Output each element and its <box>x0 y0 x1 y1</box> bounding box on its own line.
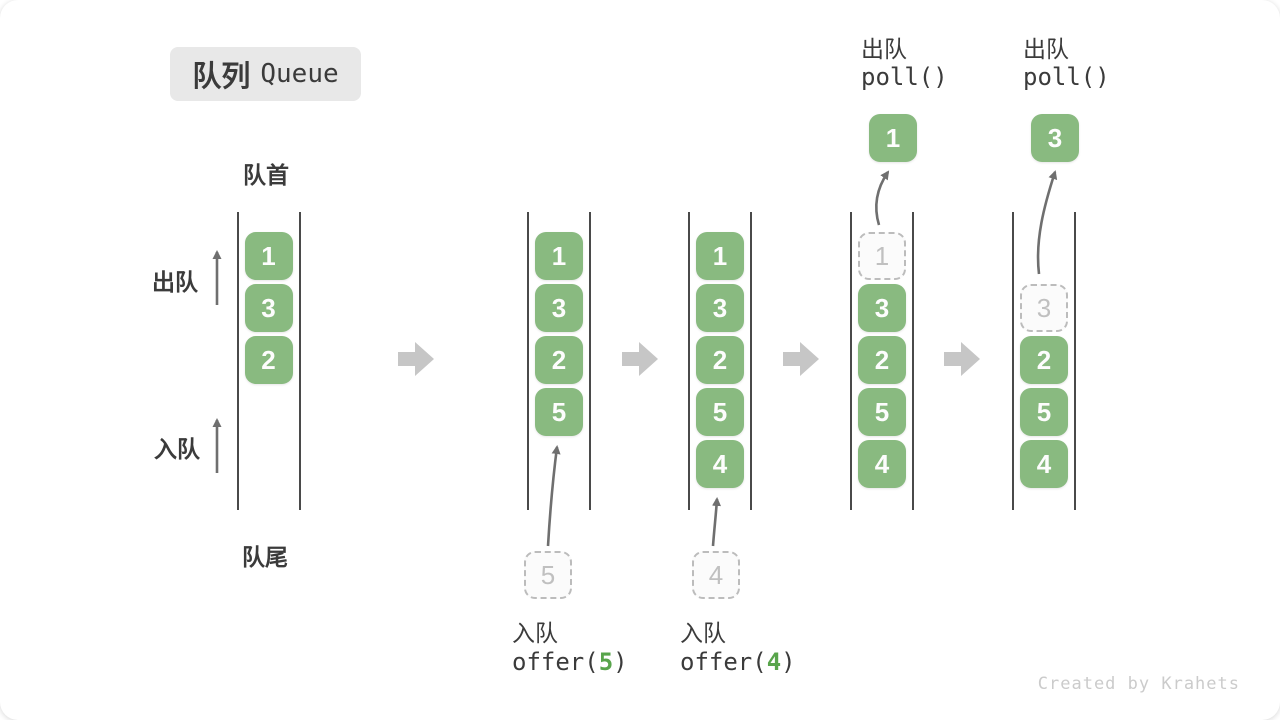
queue-item: 2 <box>858 336 906 384</box>
queue-item: 2 <box>696 336 744 384</box>
queue-item: 1 <box>535 232 583 280</box>
dequeue-op-code: poll() <box>861 63 948 91</box>
code-close: ) <box>781 648 796 676</box>
enqueue-side-label: 入队 <box>154 436 200 462</box>
queue-item: 3 <box>696 284 744 332</box>
queue-item: 5 <box>535 388 583 436</box>
poll-arrow-1-icon <box>875 170 890 226</box>
enqueue-arrow-offer5-icon <box>546 445 561 547</box>
queue-item: 2 <box>535 336 583 384</box>
queue-wall-line <box>1074 212 1076 510</box>
queue-wall-line <box>750 212 752 510</box>
enqueue-op-label: 入队 <box>512 620 558 646</box>
queue-item: 4 <box>1020 440 1068 488</box>
queue-item: 2 <box>244 336 293 384</box>
queue-front-label: 队首 <box>243 162 289 188</box>
queue-wall-line <box>912 212 914 510</box>
queue-item: 5 <box>696 388 744 436</box>
removed-queue-item: 3 <box>1031 114 1079 162</box>
queue-wall-line <box>236 212 239 510</box>
queue-item: 1 <box>696 232 744 280</box>
queue-wall-line <box>850 212 852 510</box>
queue-item: 2 <box>1020 336 1068 384</box>
queue-wall-line <box>688 212 690 510</box>
queue-wall-line <box>298 212 301 510</box>
block-arrow-icon <box>783 342 819 376</box>
queue-wall-line <box>527 212 529 510</box>
queue-rear-label: 队尾 <box>242 544 288 570</box>
dequeue-op-label: 出队 <box>1023 36 1069 62</box>
title-badge: 队列 Queue <box>170 47 361 101</box>
dequeue-op-label: 出队 <box>861 36 907 62</box>
pending-enqueue-value: 4 <box>692 551 740 599</box>
enqueue-arrow-offer4-icon <box>711 497 722 547</box>
enqueue-op-code: offer(5) <box>512 648 628 676</box>
queue-item: 5 <box>1020 388 1068 436</box>
code-fn: offer( <box>680 648 767 676</box>
queue-item: 5 <box>858 388 906 436</box>
queue-item-ghost: 1 <box>858 232 906 280</box>
block-arrow-icon <box>398 342 434 376</box>
queue-item: 4 <box>696 440 744 488</box>
queue-wall-line <box>589 212 591 510</box>
pending-enqueue-value: 5 <box>524 551 572 599</box>
queue-item: 3 <box>858 284 906 332</box>
queue-item: 4 <box>858 440 906 488</box>
removed-queue-item: 1 <box>869 114 917 162</box>
block-arrow-icon <box>944 342 980 376</box>
operation-arrows <box>212 170 1058 547</box>
queue-wall-line <box>1012 212 1014 510</box>
block-arrow-icon <box>622 342 658 376</box>
enqueue-op-code: offer(4) <box>680 648 796 676</box>
queue-item: 3 <box>535 284 583 332</box>
code-arg: 4 <box>766 648 782 676</box>
queue-item-ghost: 3 <box>1020 284 1068 332</box>
queue-item: 1 <box>244 232 293 280</box>
title-en: Queue <box>260 59 339 89</box>
code-fn: offer( <box>512 648 599 676</box>
dequeue-op-code: poll() <box>1023 63 1110 91</box>
code-arg: 5 <box>598 648 614 676</box>
enqueue-op-label: 入队 <box>680 620 726 646</box>
queue-item: 3 <box>244 284 293 332</box>
dequeue-side-label: 出队 <box>152 269 198 295</box>
title-zh: 队列 <box>192 61 251 93</box>
watermark: Created by Krahets <box>1037 674 1240 694</box>
code-close: ) <box>613 648 628 676</box>
poll-arrow-3-icon <box>1036 170 1058 275</box>
